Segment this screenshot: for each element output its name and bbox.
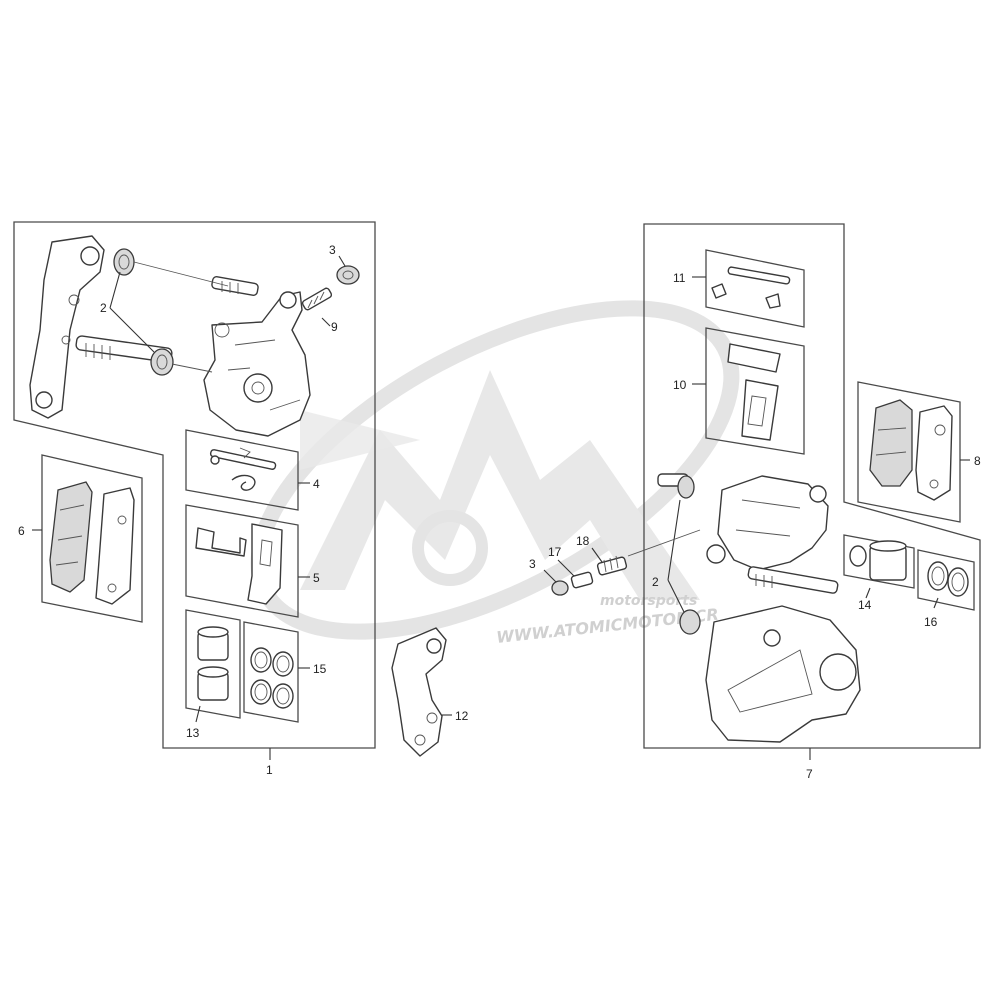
pistons-box [185,609,241,719]
callout-3-left: 3 [329,243,336,257]
caliper-bracket [29,235,105,419]
callout-5: 5 [313,571,320,585]
rear-caliper-assembly: 11 10 [643,223,981,781]
callout-4: 4 [313,477,320,491]
bleeder-cap [336,265,360,285]
assembly-7-frame [643,223,981,749]
callout-8: 8 [974,454,981,468]
piston-seals-box [243,621,299,723]
callout-12: 12 [455,709,469,723]
rear-pin-boot-lower [679,609,701,635]
assembly-1-frame [13,221,376,749]
pad-pin-rear-box [705,249,805,328]
rear-piston-box [843,534,915,589]
watermark-line1: motorsports [600,593,697,609]
rear-caliper-body [706,475,829,571]
callout-3-right: 3 [529,557,536,571]
callout-13: 13 [186,726,200,740]
callout-9: 9 [331,320,338,334]
callout-15: 15 [313,662,327,676]
brake-pads-front-box [41,454,143,623]
rear-bleeder-group [551,529,701,596]
callout-1: 1 [266,763,273,777]
callout-2-right: 2 [652,575,659,589]
rear-slide-pin-lower [747,566,839,594]
caliper-body [203,291,311,437]
pad-spring-rear-box [705,327,805,455]
rear-bleeder-cap [551,580,569,596]
pin-boot-upper [113,248,135,276]
caliper-mount-bracket [391,627,447,757]
callout-14: 14 [858,598,872,612]
banjo-bolt [596,555,628,576]
rear-seals-box [917,549,975,611]
pad-spring-kit-box [185,504,299,618]
pad-pin-kit-box [185,429,299,511]
brake-pads-rear-box [857,381,961,523]
rear-caliper-support [705,605,861,743]
bleeder-adapter [570,571,594,589]
callout-11: 11 [673,271,686,285]
callout-2-left: 2 [100,301,107,315]
pin-boot-lower [150,348,174,376]
callout-17: 17 [548,545,562,559]
callout-6: 6 [18,524,25,538]
slide-pin-upper [211,276,259,296]
bleeder-screw [301,287,333,311]
callout-16: 16 [924,615,938,629]
front-caliper-assembly: 2 3 9 4 5 [13,221,376,777]
rear-pin-boot-upper [677,475,695,499]
callout-18: 18 [576,534,590,548]
callout-10: 10 [673,378,687,392]
callout-7: 7 [806,767,813,781]
